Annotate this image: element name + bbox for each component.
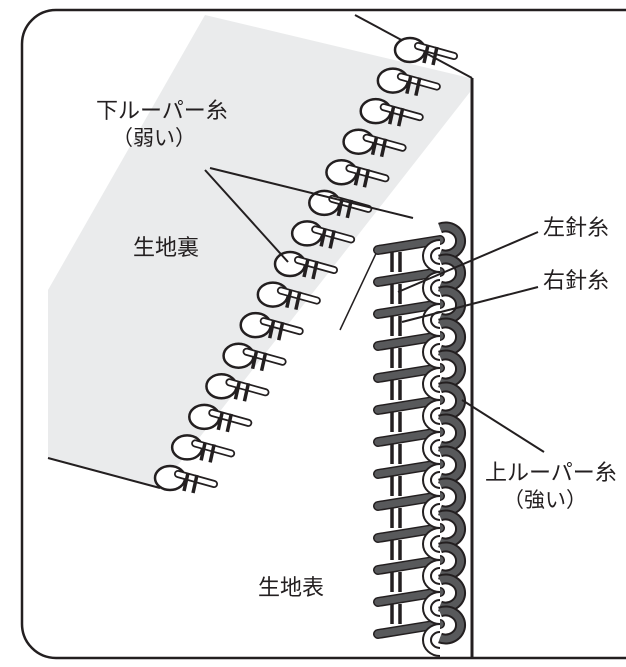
upper-looper-loop-inner (424, 433, 441, 463)
label-lower-looper-note: （弱い） (112, 126, 196, 150)
left-needle-mark (268, 319, 276, 339)
upper-looper-bar (374, 460, 444, 478)
right-needle-mark (225, 413, 233, 433)
upper-looper-loop-inner (424, 561, 441, 591)
label-upper-looper: 上ルーパー糸 (485, 461, 617, 486)
label-right-needle: 右針糸 (543, 269, 610, 294)
right-needle-mark (311, 260, 319, 280)
upper-looper-loop-inner (424, 529, 441, 559)
leader-left-needle (397, 231, 539, 293)
upper-looper-thread (373, 235, 445, 639)
left-needle-mark (233, 380, 242, 400)
leader-lower-looper-1 (209, 167, 414, 219)
upper-looper-loop-inner (424, 337, 441, 367)
right-needle-mark (362, 168, 371, 188)
right-needle-mark (379, 138, 388, 158)
left-needle-mark (353, 166, 362, 186)
left-needle-mark (370, 136, 379, 156)
upper-looper-loop-inner (424, 625, 441, 655)
left-needle-mark (285, 289, 293, 308)
right-needle-mark (208, 444, 216, 463)
left-needle-mark (250, 350, 259, 370)
left-needle-mark (319, 228, 327, 247)
leader-upper-looper (461, 399, 545, 453)
upper-looper-bar (374, 364, 444, 382)
upper-looper-bar (374, 300, 444, 318)
right-needle-mark (328, 230, 336, 249)
left-needle-mark (216, 411, 224, 431)
label-upper-looper-note: （強い） (503, 488, 587, 512)
label-lower-looper: 下ルーパー糸 (96, 99, 228, 124)
lower-looper-loops (153, 36, 458, 492)
right-needle-mark (431, 46, 439, 66)
upper-looper-loop-inner (424, 369, 441, 399)
upper-looper-bar (374, 268, 444, 286)
upper-looper-loop-inner (424, 401, 441, 431)
right-needle-mark (277, 321, 285, 341)
left-needle-mark (182, 472, 190, 492)
leader-lower-looper-2 (204, 169, 289, 263)
right-needle-mark (191, 474, 199, 494)
upper-looper-bar (374, 396, 444, 414)
right-needle-mark (397, 107, 405, 127)
upper-looper-bar (374, 492, 444, 510)
right-needle-mark (242, 382, 251, 402)
left-needle-mark (302, 258, 310, 278)
fabric-front-outline (47, 457, 161, 489)
leader-lines (204, 167, 545, 453)
left-needle-mark (199, 442, 207, 461)
upper-looper-loop-inner (424, 465, 441, 495)
upper-looper-bar (374, 236, 444, 254)
upper-looper-loop-inner (424, 305, 441, 335)
left-needle-mark (405, 75, 413, 94)
upper-looper-bar (374, 332, 444, 350)
label-left-needle: 左針糸 (543, 216, 610, 241)
right-needle-mark (259, 352, 268, 372)
upper-looper-bar (374, 524, 444, 542)
frame-border (20, 8, 626, 660)
upper-looper-bar (374, 556, 444, 574)
upper-looper-loop-inner (424, 241, 441, 271)
right-needle-mark (414, 77, 422, 96)
fabric-inner-fold (339, 244, 381, 331)
left-needle-mark (388, 105, 396, 125)
upper-looper-loop (438, 607, 464, 643)
label-fabric-back: 生地裏 (133, 236, 200, 261)
upper-looper-bar (374, 588, 444, 606)
upper-looper-bar (374, 620, 444, 638)
left-needle-mark (422, 44, 430, 64)
upper-looper-bar (374, 428, 444, 446)
upper-looper-loop-inner (424, 497, 441, 527)
upper-looper-loop-inner (424, 593, 441, 623)
label-fabric-front: 生地表 (258, 576, 325, 601)
right-needle-mark (294, 291, 302, 310)
upper-looper-loops (422, 221, 466, 657)
leader-right-needle (401, 286, 539, 323)
